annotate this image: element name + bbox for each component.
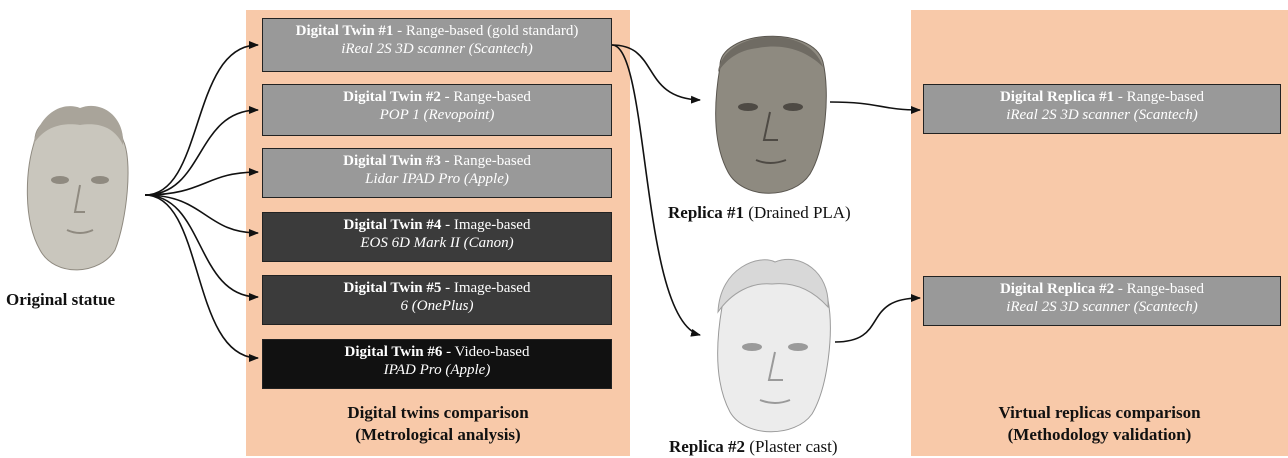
- original-statue-image: [26, 105, 129, 271]
- arrow-original-to-dt5: [144, 194, 259, 301]
- digital-twin-1-method: - Range-based (gold standard): [393, 23, 579, 39]
- digital-twin-4-name: Digital Twin #4: [343, 217, 442, 233]
- digital-twin-3-method: - Range-based: [440, 153, 531, 169]
- digital-twin-3-name: Digital Twin #3: [343, 153, 441, 169]
- arrow-dt1-to-replica2: [611, 44, 701, 337]
- digital-twin-4-device: EOS 6D Mark II (Canon): [360, 235, 514, 251]
- replica-2-caption: Replica #2 (Plaster cast): [669, 437, 838, 456]
- digital-replica-1-name: Digital Replica #1: [999, 89, 1115, 105]
- arrow-original-to-dt1: [144, 41, 259, 196]
- digital-replica-2-box: Digital Replica #2 - Range-based iReal 2…: [923, 276, 1281, 326]
- digital-twin-5-device: 6 (OnePlus): [400, 298, 474, 314]
- digital-twin-2-name: Digital Twin #2: [343, 89, 441, 105]
- digital-twin-4-box: Digital Twin #4 - Image-based EOS 6D Mar…: [262, 212, 612, 262]
- digital-twin-6-name: Digital Twin #6: [344, 344, 443, 360]
- arrow-replica2-to-dr2: [834, 294, 921, 343]
- left-panel-title: Digital twins comparison (Metrological a…: [347, 403, 529, 444]
- right-panel-title: Virtual replicas comparison (Methodology…: [998, 403, 1201, 444]
- digital-replica-1-method: - Range-based: [1114, 89, 1205, 105]
- original-statue-caption: Original statue: [6, 290, 116, 309]
- arrow-dt1-to-replica1: [611, 44, 701, 104]
- arrow-original-to-dt3: [144, 168, 259, 196]
- replica-1-caption: Replica #1 (Drained PLA): [668, 203, 851, 222]
- arrow-replica1-to-dr1: [829, 101, 921, 114]
- digital-twin-5-name: Digital Twin #5: [343, 280, 442, 296]
- digital-replica-2-name: Digital Replica #2: [999, 281, 1115, 297]
- digital-twin-3-box: Digital Twin #3 - Range-based Lidar IPAD…: [262, 148, 612, 198]
- digital-twin-1-name: Digital Twin #1: [295, 23, 394, 39]
- arrow-original-to-dt4: [144, 194, 259, 237]
- replica-1-image: [715, 35, 827, 194]
- replica-2-image: [717, 258, 831, 433]
- digital-twin-2-device: POP 1 (Revopoint): [379, 107, 495, 123]
- digital-replica-2-device: iReal 2S 3D scanner (Scantech): [1006, 299, 1198, 315]
- digital-twin-1-box: Digital Twin #1 - Range-based (gold stan…: [262, 18, 612, 72]
- digital-replica-1-device: iReal 2S 3D scanner (Scantech): [1006, 107, 1198, 123]
- digital-twin-5-method: - Image-based: [441, 280, 531, 296]
- digital-twin-4-method: - Image-based: [441, 217, 531, 233]
- digital-twin-6-device: IPAD Pro (Apple): [383, 362, 491, 378]
- digital-twin-5-box: Digital Twin #5 - Image-based 6 (OnePlus…: [262, 275, 612, 325]
- digital-replica-2-method: - Range-based: [1114, 281, 1205, 297]
- digital-twin-3-device: Lidar IPAD Pro (Apple): [365, 171, 509, 187]
- digital-twin-6-box: Digital Twin #6 - Video-based IPAD Pro (…: [262, 339, 612, 389]
- digital-twin-1-device: iReal 2S 3D scanner (Scantech): [341, 41, 533, 57]
- arrow-original-to-dt2: [144, 106, 259, 196]
- digital-twin-2-box: Digital Twin #2 - Range-based POP 1 (Rev…: [262, 84, 612, 136]
- digital-twin-2-method: - Range-based: [440, 89, 531, 105]
- digital-replica-1-box: Digital Replica #1 - Range-based iReal 2…: [923, 84, 1281, 134]
- digital-twin-6-method: - Video-based: [442, 344, 530, 360]
- arrow-original-to-dt6: [144, 194, 259, 362]
